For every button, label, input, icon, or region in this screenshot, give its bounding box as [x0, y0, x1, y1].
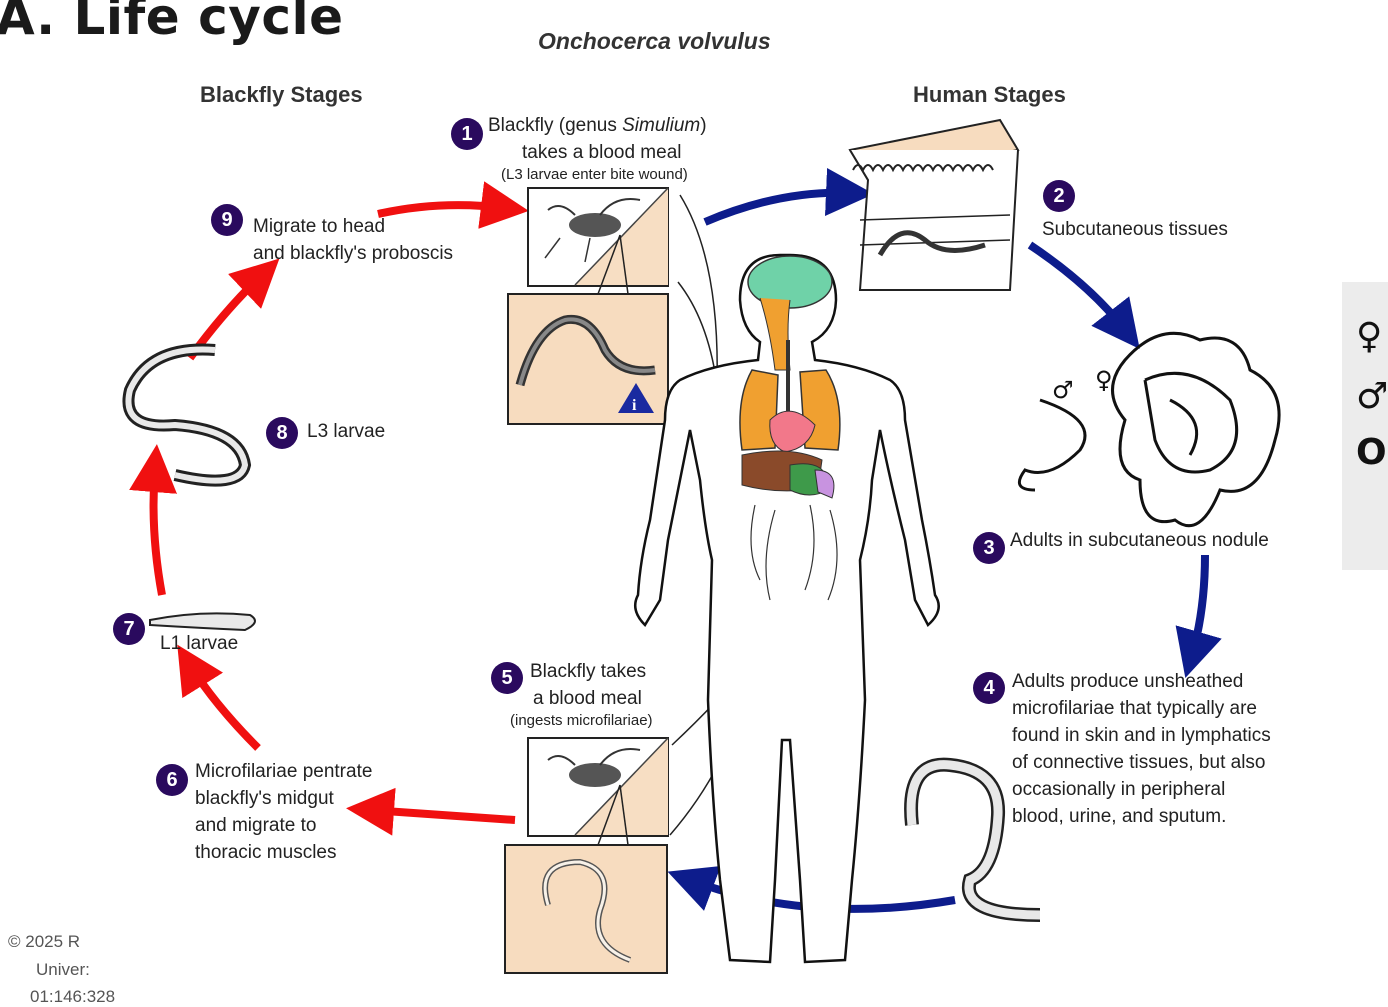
stage-5-line1: Blackfly takes	[530, 661, 647, 682]
copyright-line: © 2025 R	[8, 932, 81, 951]
stage-9-badge: 9	[211, 204, 243, 236]
stage-1-note: (L3 larvae enter bite wound)	[501, 166, 688, 183]
stage-6-line: blackfly's midgut	[195, 788, 334, 809]
stage-5-note: (ingests microfilariae)	[510, 712, 653, 729]
footer-course: 01:146:328	[30, 987, 116, 1006]
blackfly-stages-heading: Blackfly Stages	[200, 82, 363, 107]
blackfly-bite-illustration	[527, 187, 669, 287]
adult-worms-illustration: ♂ ♀	[1017, 331, 1281, 528]
stage-4-label: Adults produce unsheathed microfilariae …	[1012, 668, 1271, 830]
stage-2-badge: 2	[1043, 180, 1075, 212]
human-body-illustration	[633, 253, 940, 964]
human-stages-heading: Human Stages	[913, 82, 1066, 107]
stage-6-line: Microfilariae pentrate	[195, 761, 373, 782]
skin-tissue-illustration	[848, 118, 1020, 291]
svg-text:♂: ♂	[1052, 376, 1074, 404]
stage-6-label: Microfilariae pentrate blackfly's midgut…	[195, 758, 372, 866]
female-symbol-icon: ♀	[1356, 316, 1383, 357]
stage-4-line: found in skin and in lymphatics	[1012, 725, 1271, 746]
stage-6-line: thoracic muscles	[195, 842, 337, 863]
stage-4-line: Adults produce unsheathed	[1012, 671, 1244, 692]
arrow-3-to-4	[1175, 554, 1222, 679]
arrow-2-to-3	[1027, 241, 1140, 349]
stage-3-label: Adults in subcutaneous nodule	[1010, 530, 1269, 551]
side-symbol-panel: ♀ ♂ O	[1342, 282, 1388, 570]
stage-1-badge: 1	[451, 118, 483, 150]
stage-1-text-c: )	[700, 115, 707, 136]
arrow-5-to-6	[346, 787, 516, 836]
stage-5-badge: 5	[491, 662, 523, 694]
side-letter: O	[1356, 432, 1387, 473]
stage-7-badge: 7	[113, 613, 145, 645]
stage-4-line: blood, urine, and sputum.	[1012, 806, 1227, 827]
stage-9-label: Migrate to head and blackfly's proboscis	[253, 213, 453, 267]
stage-2-label: Subcutaneous tissues	[1042, 219, 1228, 240]
svg-text:♀: ♀	[1095, 366, 1113, 394]
arrow-7-to-8	[129, 444, 177, 596]
stage-6-line: and migrate to	[195, 815, 317, 836]
arrow-9-to-1	[377, 181, 529, 229]
stage-8-label: L3 larvae	[307, 421, 386, 442]
arrow-6-to-7	[177, 644, 261, 751]
stage-3-badge: 3	[973, 532, 1005, 564]
stage-4-line: of connective tissues, but also	[1012, 752, 1266, 773]
stage-7-label: L1 larvae	[160, 633, 239, 654]
stage-9-line: Migrate to head	[253, 216, 386, 237]
l3-larva-illustration	[122, 343, 252, 487]
stage-9-line: and blackfly's proboscis	[253, 243, 454, 264]
slide-title: A. Life cycle	[0, 0, 344, 46]
microfilaria-inset	[504, 844, 668, 974]
stage-1-text-a: Blackfly (genus	[488, 115, 623, 136]
stage-1-genus: Simulium	[622, 115, 701, 136]
blackfly-feeding-illustration	[527, 737, 669, 837]
stage-1-label: Blackfly (genus Simulium)	[488, 112, 707, 139]
diagram-title: Onchocerca volvulus	[538, 28, 771, 54]
svg-text:i: i	[632, 397, 637, 414]
stage-4-line: microfilariae that typically are	[1012, 698, 1257, 719]
l1-larva-illustration	[149, 612, 256, 632]
stage-4-badge: 4	[973, 672, 1005, 704]
l3-larva-inset: i	[507, 293, 669, 425]
footer-university: Univer:	[36, 960, 90, 979]
stage-8-badge: 8	[266, 417, 298, 449]
microfilaria-illustration	[904, 757, 1041, 922]
stage-5-line2: a blood meal	[533, 688, 642, 709]
stage-6-badge: 6	[156, 764, 188, 796]
arrow-1-to-2	[703, 168, 874, 226]
male-symbol-icon: ♂	[1356, 376, 1388, 417]
stage-1-line2: takes a blood meal	[522, 142, 682, 163]
stage-4-line: occasionally in peripheral	[1012, 779, 1226, 800]
